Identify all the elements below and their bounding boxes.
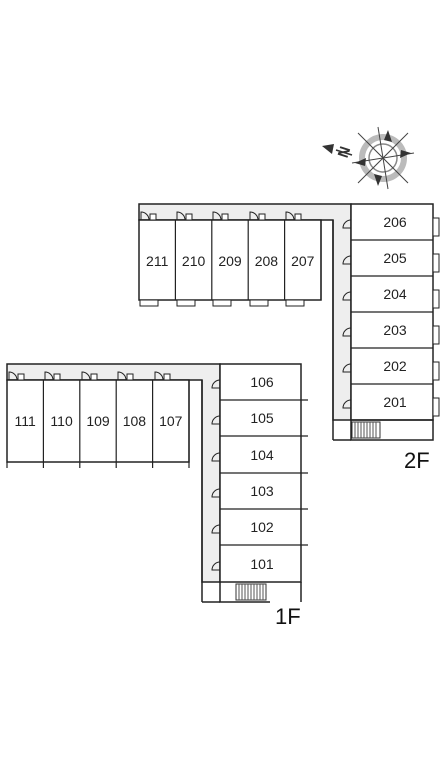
room-102: 102 (250, 519, 274, 535)
compass-rose-icon: N (322, 126, 415, 190)
floor-label-1f: 1F (275, 604, 301, 629)
floor-label-2f: 2F (404, 448, 430, 473)
stairs-1f (235, 583, 267, 601)
room-207: 207 (291, 253, 315, 269)
room-104: 104 (250, 447, 274, 463)
room-108: 108 (123, 413, 147, 429)
room-206: 206 (383, 214, 407, 230)
room-204: 204 (383, 286, 407, 302)
room-201: 201 (383, 394, 407, 410)
room-111: 111 (15, 413, 36, 429)
room-202: 202 (383, 358, 407, 374)
column-rooms-1f: 106 105 104 103 102 101 (211, 363, 308, 603)
room-205: 205 (383, 250, 407, 266)
room-209: 209 (218, 253, 242, 269)
floor-1f: 111 110 109 108 107 (6, 363, 308, 629)
room-106: 106 (250, 374, 274, 390)
north-label: N (335, 144, 355, 160)
column-rooms-2f: 206 205 204 203 202 201 (342, 203, 440, 441)
stairs-2f (351, 421, 381, 439)
room-103: 103 (250, 483, 274, 499)
floor-2f: 211 210 209 208 207 (138, 203, 440, 473)
wing-rooms-2f: 211 210 209 208 207 (138, 211, 322, 307)
room-105: 105 (250, 410, 274, 426)
room-101: 101 (250, 556, 274, 572)
room-107: 107 (159, 413, 183, 429)
room-211: 211 (146, 253, 169, 269)
room-208: 208 (255, 253, 279, 269)
room-210: 210 (182, 253, 206, 269)
wing-rooms-1f: 111 110 109 108 107 (6, 371, 190, 468)
room-109: 109 (86, 413, 110, 429)
room-203: 203 (383, 322, 407, 338)
room-110: 110 (50, 413, 73, 429)
